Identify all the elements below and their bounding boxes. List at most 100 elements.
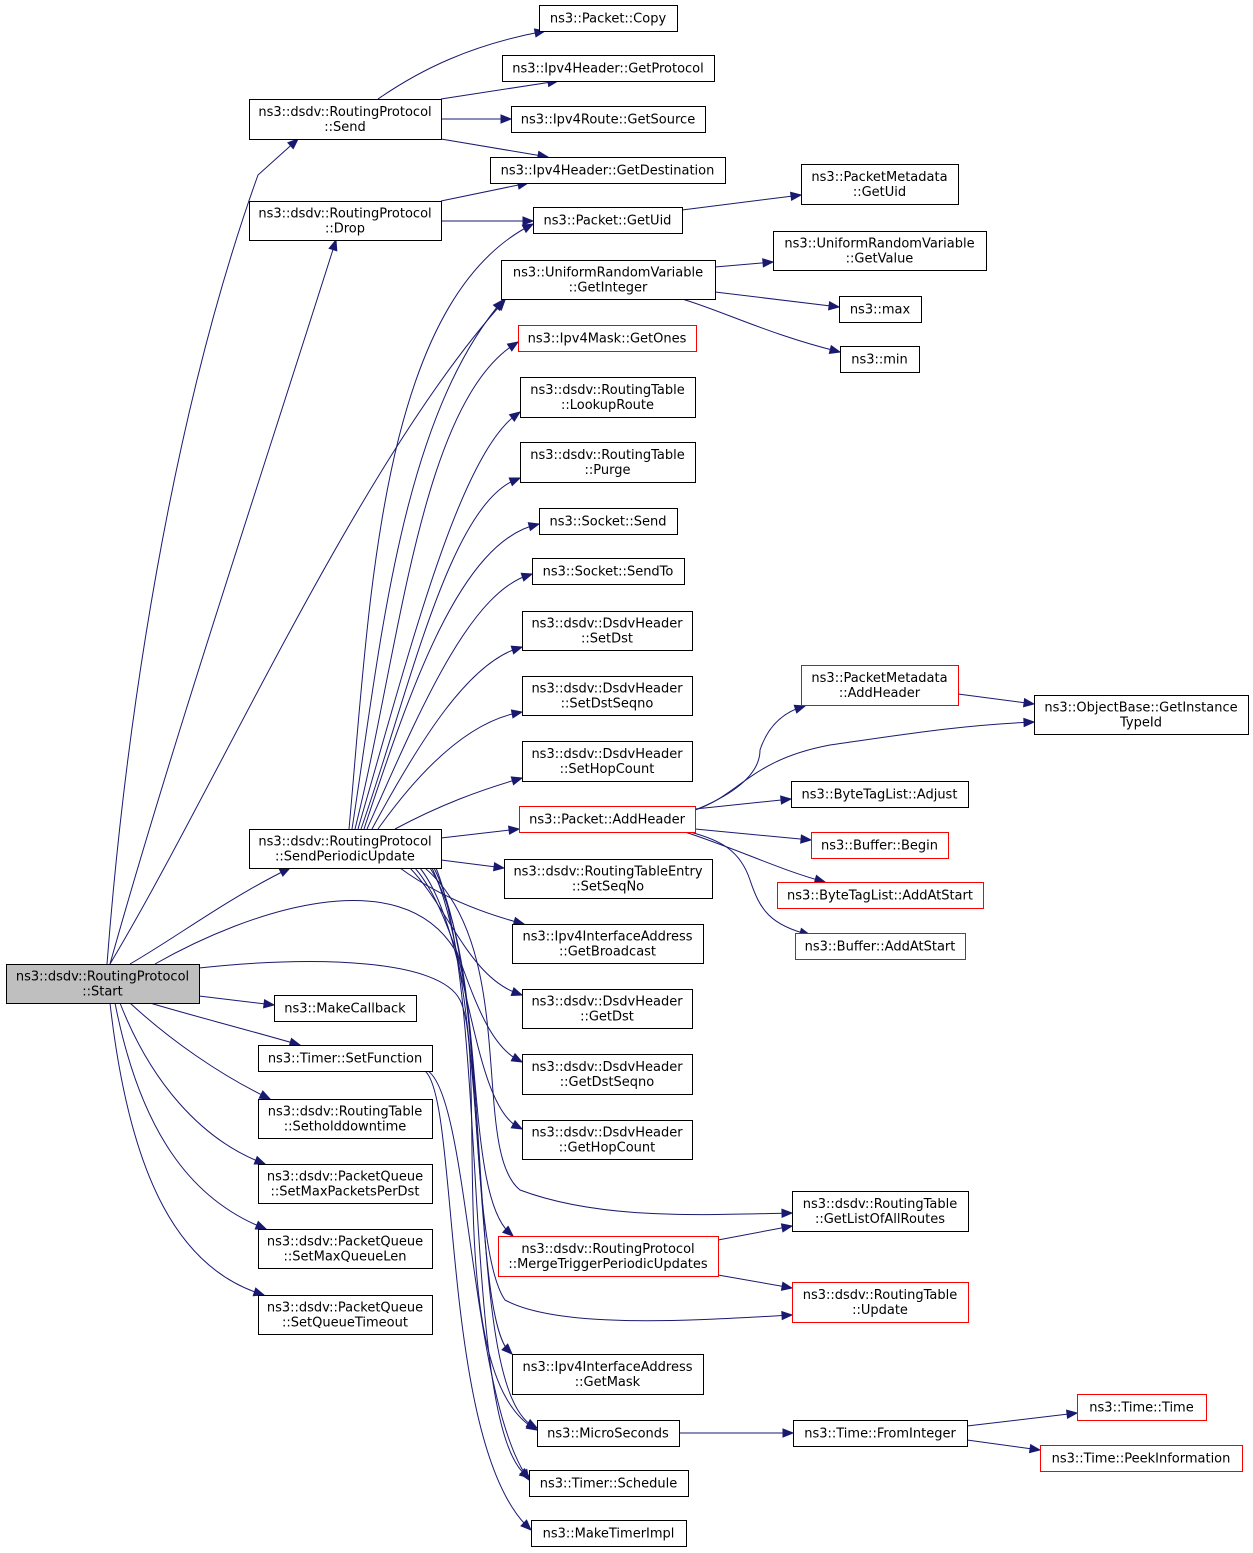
edge-spu-socksendto [366,573,533,830]
node-bufaddatstart[interactable]: ns3::Buffer::AddAtStart [795,933,966,960]
node-addheader[interactable]: ns3::Packet::AddHeader [519,806,696,833]
node-socksend[interactable]: ns3::Socket::Send [539,508,678,535]
node-box [504,859,713,899]
node-getdest[interactable]: ns3::Ipv4Header::GetDestination [490,157,726,184]
node-label-line: ns3::Time::PeekInformation [1052,1452,1231,1467]
node-getlistall[interactable]: ns3::dsdv::RoutingTable::GetListOfAllRou… [792,1191,969,1232]
node-label-line: ns3::dsdv::RoutingTable [803,1288,958,1303]
node-merge[interactable]: ns3::dsdv::RoutingProtocol::MergeTrigger… [498,1236,719,1277]
node-setdst[interactable]: ns3::dsdv::DsdvHeader::SetDst [522,611,693,651]
edge-frominteger-time [966,1412,1078,1427]
node-spu[interactable]: ns3::dsdv::RoutingProtocol::SendPeriodic… [249,829,442,869]
node-setseqno[interactable]: ns3::dsdv::RoutingTableEntry::SetSeqNo [504,859,713,899]
edge-merge-getlistall [717,1225,793,1241]
node-label-line: ::GetValue [846,252,914,267]
node-frominteger[interactable]: ns3::Time::FromInteger [793,1420,968,1447]
node-box [533,207,683,234]
node-time[interactable]: ns3::Time::Time [1077,1394,1207,1421]
edge-drop-getuid-arrowhead [522,216,535,226]
node-setholddown[interactable]: ns3::dsdv::RoutingTable::Setholddowntime [258,1099,433,1139]
node-box [249,99,442,140]
node-box [6,964,200,1004]
node-box [258,1099,433,1139]
node-label-line: ns3::dsdv::DsdvHeader [531,617,683,632]
node-socksendto[interactable]: ns3::Socket::SendTo [532,558,685,585]
node-box [498,1236,719,1277]
node-label-line: ::GetDst [580,1010,634,1025]
edge-addheader-begin [694,828,812,841]
edge-spu-getlistall [424,867,793,1216]
edge-start-drop-arrowhead [328,238,338,252]
node-adjust[interactable]: ns3::ByteTagList::Adjust [791,781,969,808]
node-box [249,201,442,241]
edge-spu-setdstseqno-arrowhead [510,709,524,719]
node-box [522,989,693,1029]
node-getones[interactable]: ns3::Ipv4Mask::GetOnes [518,325,697,352]
node-maketimerimpl[interactable]: ns3::MakeTimerImpl [531,1520,687,1547]
node-pmaddheader[interactable]: ns3::PacketMetadata::AddHeader [801,665,959,706]
node-getsource[interactable]: ns3::Ipv4Route::GetSource [511,106,706,133]
node-getbroadcast[interactable]: ns3::Ipv4InterfaceAddress::GetBroadcast [512,924,704,964]
node-start[interactable]: ns3::dsdv::RoutingProtocol::Start [6,964,200,1004]
edge-start-setmaxpkts [119,1002,266,1165]
node-update[interactable]: ns3::dsdv::RoutingTable::Update [792,1282,969,1323]
node-btladdatstart[interactable]: ns3::ByteTagList::AddAtStart [777,882,984,909]
node-getdst[interactable]: ns3::dsdv::DsdvHeader::GetDst [522,989,693,1029]
edge-start-send [106,138,299,965]
node-box [522,676,693,716]
node-getmask[interactable]: ns3::Ipv4InterfaceAddress::GetMask [512,1354,704,1395]
node-box [839,296,922,323]
node-label-line: ns3::UniformRandomVariable [784,237,974,252]
node-box [801,665,959,706]
node-min[interactable]: ns3::min [840,346,920,373]
node-box [520,377,696,418]
node-label-line: ns3::Buffer::Begin [821,839,938,854]
node-box [531,1520,687,1547]
node-lookup[interactable]: ns3::dsdv::RoutingTable::LookupRoute [520,377,696,418]
node-box [522,1120,693,1160]
node-peekinfo[interactable]: ns3::Time::PeekInformation [1040,1445,1243,1472]
node-getdstseqno[interactable]: ns3::dsdv::DsdvHeader::GetDstSeqno [522,1054,693,1095]
node-gethop[interactable]: ns3::dsdv::DsdvHeader::GetHopCount [522,1120,693,1160]
node-box [532,558,685,585]
node-label-line: ns3::dsdv::RoutingTable [803,1197,958,1212]
node-box [792,1191,969,1232]
node-box [840,346,920,373]
edge-getuid-pmgetuid-arrowhead [789,191,803,202]
node-setmaxpkts[interactable]: ns3::dsdv::PacketQueue::SetMaxPacketsPer… [258,1164,433,1204]
node-schedule[interactable]: ns3::Timer::Schedule [529,1470,689,1497]
edge-start-microseconds [198,961,538,1431]
node-drop[interactable]: ns3::dsdv::RoutingProtocol::Drop [249,201,442,241]
node-label-line: ns3::Ipv4Header::GetDestination [501,164,715,179]
node-setmaxqlen[interactable]: ns3::dsdv::PacketQueue::SetMaxQueueLen [258,1229,433,1269]
edge-send-pktcopy [377,30,546,100]
node-purge[interactable]: ns3::dsdv::RoutingTable::Purge [520,442,696,483]
node-pmgetuid[interactable]: ns3::PacketMetadata::GetUid [801,164,959,205]
edge-frominteger-peekinfo [966,1439,1041,1451]
node-send[interactable]: ns3::dsdv::RoutingProtocol::Send [249,99,442,140]
node-label-line: ns3::dsdv::DsdvHeader [531,995,683,1010]
node-label-line: ns3::max [850,303,911,318]
node-label-line: ns3::Ipv4InterfaceAddress [522,1360,692,1375]
node-getprotocol[interactable]: ns3::Ipv4Header::GetProtocol [502,55,715,82]
node-setdstseqno[interactable]: ns3::dsdv::DsdvHeader::SetDstSeqno [522,676,693,716]
edge-pmaddheader-getinstance-arrowhead [1022,697,1036,708]
node-sethop[interactable]: ns3::dsdv::DsdvHeader::SetHopCount [522,741,693,782]
node-getvalue[interactable]: ns3::UniformRandomVariable::GetValue [773,231,987,271]
node-pktcopy[interactable]: ns3::Packet::Copy [539,5,678,32]
node-max[interactable]: ns3::max [839,296,922,323]
edge-send-getsource-arrowhead [500,114,513,124]
node-microseconds[interactable]: ns3::MicroSeconds [537,1420,680,1447]
node-setqtimeout[interactable]: ns3::dsdv::PacketQueue::SetQueueTimeout [258,1295,433,1335]
node-label-line: ns3::PacketMetadata [811,170,947,185]
node-begin[interactable]: ns3::Buffer::Begin [811,832,949,859]
node-makecallback[interactable]: ns3::MakeCallback [274,995,417,1022]
edge-spu-setdst [371,646,523,830]
node-getinteger[interactable]: ns3::UniformRandomVariable::GetInteger [501,260,716,300]
node-setfunction[interactable]: ns3::Timer::SetFunction [258,1045,433,1072]
node-getuid[interactable]: ns3::Packet::GetUid [533,207,683,234]
edge-spu-addheader-arrowhead [508,825,521,835]
node-label-line: ns3::PacketMetadata [811,671,947,686]
